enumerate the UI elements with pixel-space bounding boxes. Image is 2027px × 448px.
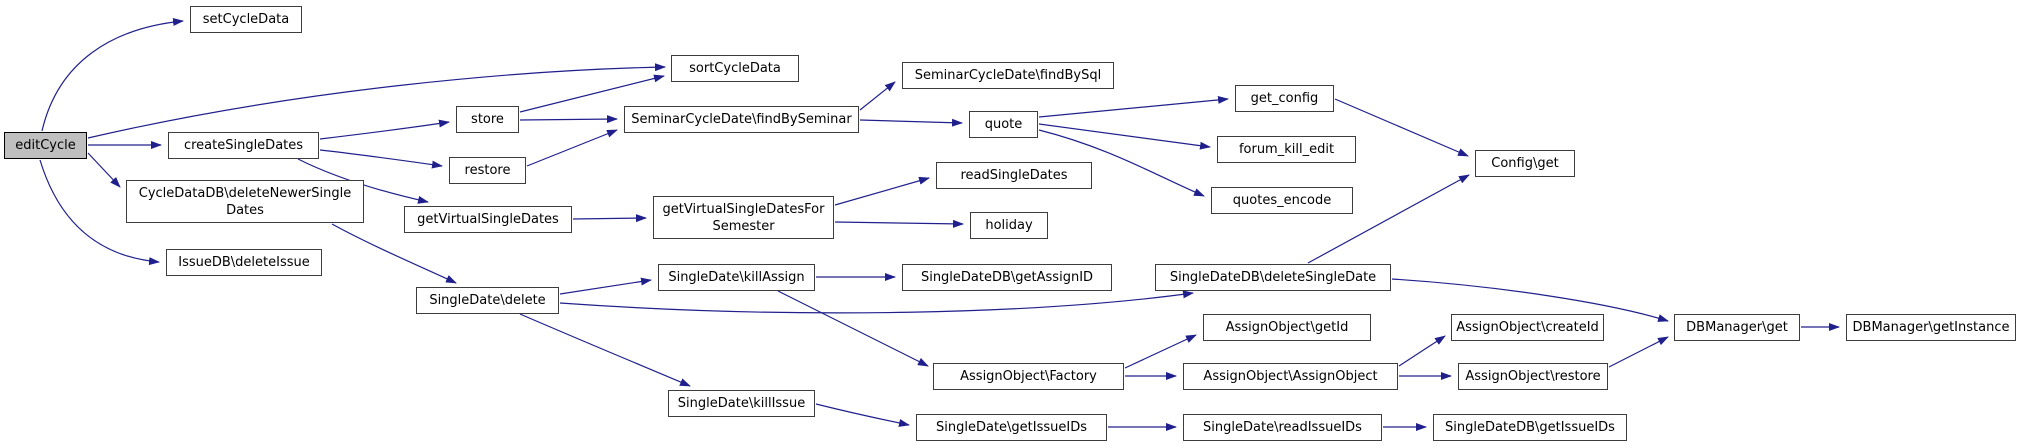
node-label: SeminarCycleDate\findBySeminar — [631, 112, 852, 127]
node-label: AssignObject\createId — [1456, 320, 1599, 335]
node-label: SingleDateDB\getAssignID — [920, 270, 1094, 285]
edge-createSingleDates-to-store — [319, 119, 450, 140]
node-label: readSingleDates — [960, 168, 1068, 183]
edge-quote-to-getConfig — [1038, 95, 1229, 118]
node-assignObjectGetId[interactable]: AssignObject\getId — [1203, 314, 1371, 341]
node-findBySeminar[interactable]: SeminarCycleDate\findBySeminar — [624, 106, 859, 133]
node-label: SingleDateDB\deleteSingleDate — [1169, 270, 1377, 285]
node-configGet[interactable]: Config\get — [1475, 150, 1575, 177]
node-forumKillEdit[interactable]: forum_kill_edit — [1217, 136, 1356, 163]
node-label: CycleDataDB\deleteNewerSingle — [138, 185, 352, 201]
node-dbManagerGet[interactable]: DBManager\get — [1674, 314, 1800, 341]
node-killAssign[interactable]: SingleDate\killAssign — [658, 264, 815, 291]
node-deleteIssue[interactable]: IssueDB\deleteIssue — [166, 249, 322, 276]
edge-getVirtualSingleDatesForSemester-to-readSingleDates — [834, 176, 930, 206]
node-label: quotes_encode — [1232, 193, 1332, 208]
node-label: AssignObject\AssignObject — [1203, 369, 1378, 384]
node-label: quote — [984, 117, 1023, 132]
node-restore[interactable]: restore — [449, 157, 526, 184]
edge-editCycle-to-sortCycleData — [87, 63, 666, 139]
node-label: SingleDate\killAssign — [668, 270, 805, 285]
edge-assignObjectAssignObject-to-createId — [1398, 335, 1446, 367]
node-label: SingleDate\killIssue — [677, 396, 806, 411]
edge-createSingleDates-to-restore — [319, 149, 443, 169]
node-label: IssueDB\deleteIssue — [178, 255, 310, 270]
node-label: AssignObject\restore — [1465, 369, 1601, 384]
node-dbManagerGetInstance[interactable]: DBManager\getInstance — [1846, 314, 2016, 341]
edge-findBySeminar-to-quote — [859, 118, 963, 127]
node-assignObjectRestore[interactable]: AssignObject\restore — [1458, 363, 1608, 390]
node-label: forum_kill_edit — [1238, 142, 1335, 157]
node-createId[interactable]: AssignObject\createId — [1451, 314, 1604, 341]
edge-singleDateDelete-to-killAssign — [559, 277, 652, 295]
node-killIssue[interactable]: SingleDate\killIssue — [668, 390, 815, 417]
edge-singleDateDelete-to-killIssue — [519, 313, 691, 387]
node-label: DBManager\getInstance — [1852, 320, 2010, 335]
edge-editCycle-to-deleteNewerSingleDates — [87, 152, 121, 188]
node-findBySql[interactable]: SeminarCycleDate\findBySql — [902, 62, 1114, 89]
node-label: holiday — [985, 218, 1033, 233]
node-getAssignID[interactable]: SingleDateDB\getAssignID — [902, 264, 1112, 291]
edge-editCycle-to-setCycleData — [41, 18, 184, 132]
node-sortCycleData[interactable]: sortCycleData — [671, 55, 799, 82]
node-getConfig[interactable]: get_config — [1235, 85, 1334, 112]
node-assignObjectAssignObject[interactable]: AssignObject\AssignObject — [1183, 363, 1398, 390]
node-createSingleDates[interactable]: createSingleDates — [168, 132, 319, 159]
node-label: SingleDateDB\getIssueIDs — [1445, 420, 1615, 435]
node-label: getVirtualSingleDates — [417, 212, 559, 227]
node-label: SingleDate\delete — [429, 293, 546, 308]
edge-assignObjectRestore-to-dbManagerGet — [1608, 336, 1669, 368]
node-quote[interactable]: quote — [969, 111, 1038, 138]
node-setCycleData[interactable]: setCycleData — [190, 6, 302, 33]
node-readIssueIDs[interactable]: SingleDate\readIssueIDs — [1183, 414, 1382, 441]
node-label: DBManager\get — [1686, 320, 1788, 335]
node-holiday[interactable]: holiday — [970, 212, 1048, 239]
edge-killIssue-to-singleDateGetIssueIDs — [815, 403, 910, 427]
node-label: AssignObject\getId — [1225, 320, 1349, 335]
node-label: get_config — [1250, 91, 1319, 106]
node-label: SeminarCycleDate\findBySql — [914, 68, 1102, 83]
node-label: setCycleData — [202, 12, 290, 27]
node-quotesEncode[interactable]: quotes_encode — [1211, 187, 1353, 214]
node-readSingleDates[interactable]: readSingleDates — [936, 162, 1092, 189]
node-assignObjectFactory[interactable]: AssignObject\Factory — [933, 363, 1124, 390]
node-label: getVirtualSingleDatesFor — [662, 201, 825, 217]
edge-getVirtualSingleDatesForSemester-to-holiday — [834, 219, 964, 228]
node-label: createSingleDates — [183, 138, 304, 153]
node-store[interactable]: store — [456, 106, 519, 133]
edge-findBySeminar-to-findBySql — [859, 81, 896, 111]
edge-restore-to-findBySeminar — [526, 129, 618, 167]
node-label: AssignObject\Factory — [960, 369, 1097, 384]
edge-store-to-findBySeminar — [519, 115, 618, 124]
node-label: Config\get — [1491, 156, 1559, 171]
node-label: Semester — [712, 218, 775, 234]
node-deleteSingleDate[interactable]: SingleDateDB\deleteSingleDate — [1155, 264, 1391, 291]
node-getIssueIDsDB[interactable]: SingleDateDB\getIssueIDs — [1433, 414, 1627, 441]
node-singleDateDelete[interactable]: SingleDate\delete — [416, 287, 559, 314]
edge-getVirtualSingleDates-to-getVirtualSingleDatesForSemester — [572, 214, 647, 223]
edge-singleDateDelete-to-deleteSingleDate — [559, 290, 1194, 314]
node-label: SingleDate\getIssueIDs — [936, 420, 1087, 435]
node-getVirtualSingleDates[interactable]: getVirtualSingleDates — [404, 206, 572, 233]
node-singleDateGetIssueIDs[interactable]: SingleDate\getIssueIDs — [916, 414, 1107, 441]
node-label: restore — [464, 163, 511, 178]
edge-quote-to-forumKillEdit — [1038, 123, 1211, 150]
node-label: editCycle — [15, 138, 76, 153]
edge-killAssign-to-assignObjectFactory — [777, 290, 929, 367]
node-label: SingleDate\readIssueIDs — [1203, 420, 1362, 435]
node-label: store — [471, 112, 504, 127]
node-label: sortCycleData — [689, 61, 781, 76]
node-label: Dates — [226, 202, 264, 218]
node-editCycle[interactable]: editCycle — [4, 132, 87, 159]
